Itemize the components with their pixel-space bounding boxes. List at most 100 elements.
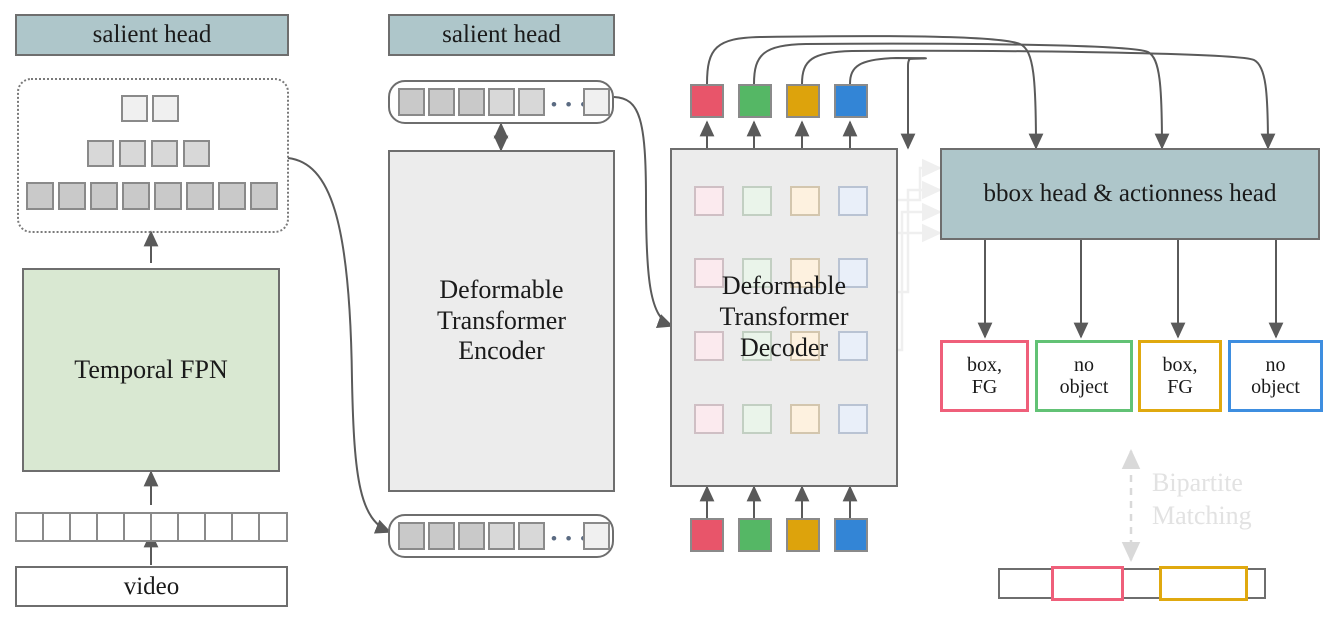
memory-token xyxy=(428,88,455,116)
pyramid-square xyxy=(152,95,179,122)
pyramid-square xyxy=(90,182,118,210)
frame-square xyxy=(42,512,72,542)
input-token xyxy=(428,522,455,550)
input-query-red[interactable] xyxy=(690,518,724,552)
frame-square xyxy=(258,512,288,542)
output-embedding-green[interactable] xyxy=(738,84,772,118)
frame-square xyxy=(150,512,180,542)
temporal-fpn-module[interactable]: Temporal FPN xyxy=(22,268,280,472)
decoder-cell xyxy=(790,331,820,361)
pyramid-square xyxy=(151,140,178,167)
pyramid-square xyxy=(183,140,210,167)
ground-truth-segment-red xyxy=(1051,566,1124,601)
pyramid-square xyxy=(119,140,146,167)
frame-square xyxy=(96,512,126,542)
input-token xyxy=(583,522,610,550)
prediction-box-3[interactable]: box, FG xyxy=(1138,340,1222,412)
edge-embed3-to-head xyxy=(801,49,1276,150)
pyramid-square xyxy=(186,182,214,210)
bbox-actionness-head-label: bbox head & actionness head xyxy=(983,180,1277,208)
input-tokens-ellipsis: • • • xyxy=(551,529,589,548)
feature-pyramid-container xyxy=(17,78,289,233)
decoder-cell xyxy=(838,331,868,361)
memory-token xyxy=(398,88,425,116)
pyramid-square xyxy=(218,182,246,210)
prediction-box-4[interactable]: no object xyxy=(1228,340,1323,412)
pyramid-square xyxy=(122,182,150,210)
decoder-cell xyxy=(838,186,868,216)
input-token xyxy=(488,522,515,550)
video-input-bar[interactable]: video xyxy=(15,566,288,607)
edge-faint-row-3 xyxy=(898,202,943,352)
encoder-label-line: Deformable xyxy=(439,274,564,304)
frame-square xyxy=(69,512,99,542)
prediction-line: object xyxy=(1059,376,1109,398)
decoder-cell xyxy=(694,331,724,361)
pyramid-square xyxy=(250,182,278,210)
decoder-cell xyxy=(742,186,772,216)
pyramid-square xyxy=(154,182,182,210)
input-query-gold[interactable] xyxy=(786,518,820,552)
edge-faint-row-1 xyxy=(898,158,943,202)
input-token xyxy=(398,522,425,550)
pyramid-square xyxy=(58,182,86,210)
edge-faint-row-2 xyxy=(898,180,943,294)
prediction-line: FG xyxy=(1167,376,1193,398)
frame-square xyxy=(204,512,234,542)
frame-square xyxy=(15,512,45,542)
decoder-cell xyxy=(838,258,868,288)
input-query-green[interactable] xyxy=(738,518,772,552)
salient-head-left-label: salient head xyxy=(92,21,212,49)
prediction-line: no xyxy=(1074,353,1094,376)
bipartite-line: Matching xyxy=(1152,500,1252,530)
output-embedding-blue[interactable] xyxy=(834,84,868,118)
input-token xyxy=(458,522,485,550)
ground-truth-segment-gold xyxy=(1159,566,1248,601)
salient-head-left[interactable]: salient head xyxy=(15,14,289,56)
input-query-blue[interactable] xyxy=(834,518,868,552)
decoder-cell xyxy=(838,404,868,434)
memory-tokens-ellipsis: • • • xyxy=(551,95,589,114)
decoder-label-line: Decoder xyxy=(739,332,829,362)
prediction-line: box, xyxy=(1162,353,1198,376)
pyramid-square xyxy=(87,140,114,167)
output-embedding-red[interactable] xyxy=(690,84,724,118)
decoder-cell xyxy=(790,258,820,288)
output-embedding-gold[interactable] xyxy=(786,84,820,118)
edge-faint-row-4 xyxy=(894,223,943,422)
decoder-cell xyxy=(790,186,820,216)
decoder-cell xyxy=(742,258,772,288)
edge-memory-to-decoder xyxy=(613,96,674,329)
input-token xyxy=(518,522,545,550)
memory-token xyxy=(488,88,515,116)
encoder-label-line: Encoder xyxy=(458,336,545,366)
decoder-cell xyxy=(742,331,772,361)
memory-token xyxy=(518,88,545,116)
pyramid-square xyxy=(26,182,54,210)
video-label: video xyxy=(123,572,180,600)
decoder-label-line: Deformable xyxy=(721,271,847,301)
edge-pyramid-to-encoder-tokens xyxy=(287,157,392,534)
encoder-label-line: Transformer xyxy=(436,305,567,335)
frame-square xyxy=(123,512,153,542)
deformable-transformer-encoder[interactable]: Deformable Transformer Encoder xyxy=(388,150,615,492)
prediction-line: box, xyxy=(967,353,1002,376)
decoder-cell xyxy=(694,258,724,288)
salient-head-encoder-label: salient head xyxy=(442,21,561,49)
bipartite-line: Bipartite xyxy=(1152,468,1243,497)
memory-token xyxy=(583,88,610,116)
temporal-fpn-label: Temporal FPN xyxy=(74,354,228,384)
salient-head-encoder[interactable]: salient head xyxy=(388,14,615,56)
bbox-actionness-head[interactable]: bbox head & actionness head xyxy=(940,148,1320,240)
memory-token xyxy=(458,88,485,116)
pyramid-square xyxy=(121,95,148,122)
prediction-line: no xyxy=(1265,353,1286,376)
decoder-cell xyxy=(694,404,724,434)
prediction-box-1[interactable]: box, FG xyxy=(940,340,1029,412)
prediction-line: FG xyxy=(971,376,998,398)
prediction-line: object xyxy=(1251,376,1300,398)
frame-square xyxy=(231,512,261,542)
prediction-box-2[interactable]: no object xyxy=(1035,340,1133,412)
decoder-label-line: Transformer xyxy=(719,302,849,332)
